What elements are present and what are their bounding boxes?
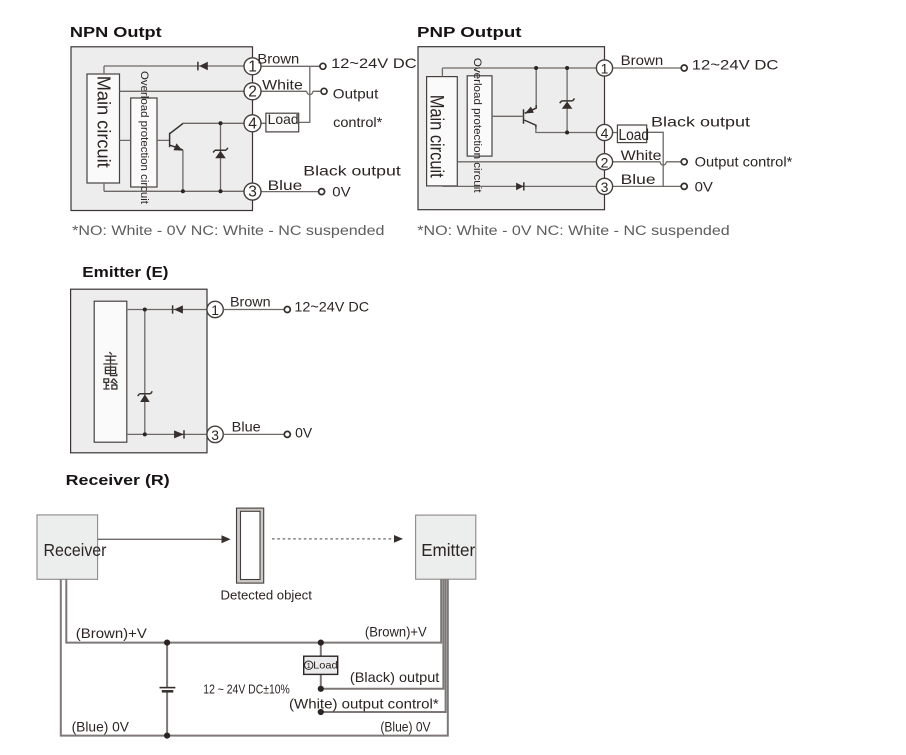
svg-text:(Blue) 0V: (Blue) 0V [72,720,130,735]
svg-text:3: 3 [248,184,257,201]
svg-text:1: 1 [601,61,609,77]
svg-text:Blue: Blue [232,420,261,435]
svg-text:PNP Output: PNP Output [417,24,522,41]
svg-text:2: 2 [601,154,609,170]
svg-text:1: 1 [211,302,219,318]
svg-text:(White) output control*: (White) output control* [289,696,439,711]
svg-text:(Brown)+V: (Brown)+V [365,625,428,640]
svg-text:0V: 0V [295,426,312,441]
svg-text:Receiver (R): Receiver (R) [66,472,170,489]
svg-text:Receiver: Receiver [44,540,107,560]
svg-text:Emitter (E): Emitter (E) [82,264,168,281]
svg-text:Output control*: Output control* [695,155,793,170]
svg-text:Emitter: Emitter [421,540,475,560]
svg-text:*NO: White - 0V NC: White - NC: *NO: White - 0V NC: White - NC suspended [72,223,384,238]
svg-text:Blue: Blue [621,172,656,187]
svg-text:Brown: Brown [230,295,271,310]
svg-text:0V: 0V [332,184,350,199]
svg-text:Output: Output [333,86,379,101]
svg-text:Main circuit: Main circuit [426,95,447,179]
svg-text:1: 1 [248,58,257,75]
svg-text:12~24V DC: 12~24V DC [692,58,779,73]
svg-text:12 ~ 24V DC±10%: 12 ~ 24V DC±10% [203,681,289,696]
svg-text:3: 3 [601,179,609,195]
svg-text:Black output: Black output [303,163,401,178]
svg-text:(Blue) 0V: (Blue) 0V [380,720,431,735]
svg-text:2: 2 [248,83,257,100]
svg-text:Overload protection circuit: Overload protection circuit [471,58,483,193]
svg-text:Overload protection circuit: Overload protection circuit [138,71,150,204]
svg-text:Brown: Brown [621,53,664,68]
svg-text:Load: Load [268,112,299,127]
svg-text:3: 3 [211,427,219,443]
svg-text:12~24V DC: 12~24V DC [331,56,417,71]
svg-text:12~24V DC: 12~24V DC [294,299,369,314]
svg-text:Blue: Blue [268,178,303,193]
svg-text:(Black) output: (Black) output [350,670,440,685]
svg-text:Black output: Black output [651,115,750,130]
svg-text:NPN Outpt: NPN Outpt [70,24,162,41]
svg-text:4: 4 [601,125,609,141]
svg-text:control*: control* [333,115,383,130]
svg-text:Main circuit: Main circuit [94,76,114,168]
svg-text:(Brown)+V: (Brown)+V [76,626,148,641]
svg-text:White: White [262,78,303,93]
svg-text:Load: Load [619,127,650,144]
svg-text:Brown: Brown [257,52,299,67]
svg-text:Load: Load [313,661,338,672]
svg-text:4: 4 [248,115,257,132]
svg-text:0V: 0V [695,180,713,195]
svg-text:*NO: White - 0V NC: White - NC: *NO: White - 0V NC: White - NC suspended [417,223,729,238]
svg-text:White: White [621,148,662,163]
svg-text:1: 1 [307,661,311,670]
svg-text:Detected object: Detected object [221,588,313,603]
